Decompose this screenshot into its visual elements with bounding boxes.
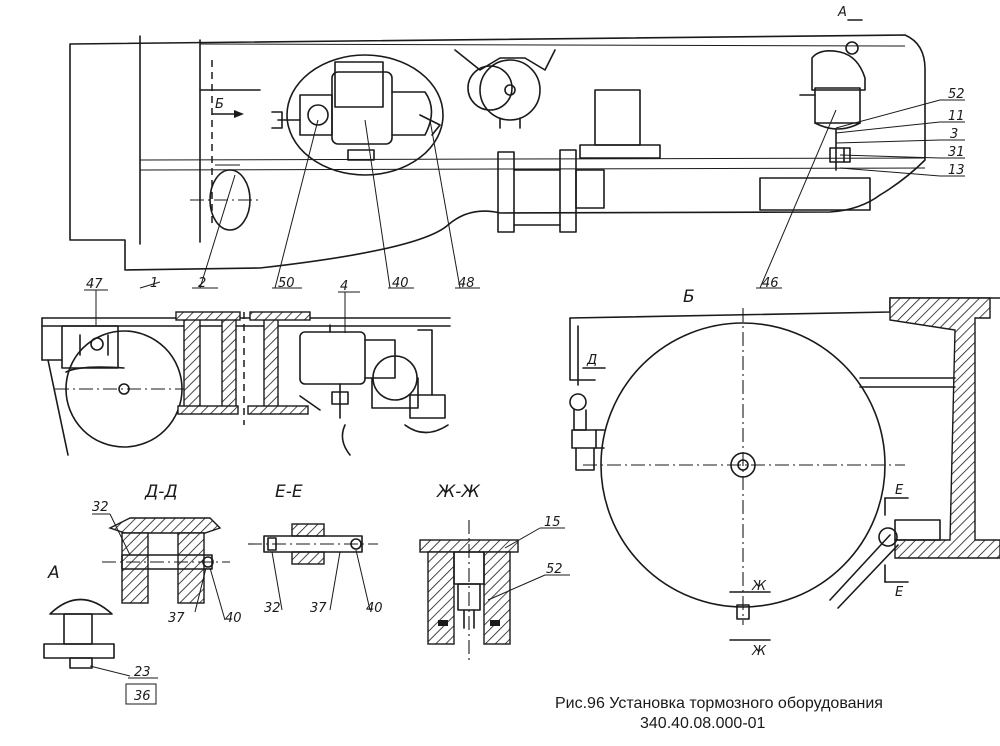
section-mark-zh-top: Ж — [751, 579, 767, 594]
elevation-view: Б — [69, 5, 965, 291]
dd-callout-40: 40 — [225, 611, 242, 626]
ee-callout-37: 37 — [310, 601, 327, 616]
callout-50: 50 — [278, 276, 295, 291]
zz-callout-52: 52 — [546, 562, 563, 577]
section-zz: Ж-Ж 15 52 — [419, 482, 570, 660]
view-arrow-b: Б — [211, 97, 244, 118]
section-ee-title: Е-Е — [275, 482, 303, 502]
callout-40: 40 — [392, 276, 409, 291]
section-mark-e-bottom: Е — [895, 585, 904, 600]
callout-52: 52 — [948, 87, 965, 102]
plan-view: 47 4 — [41, 277, 451, 456]
section-dd: Д-Д 32 37 40 — [92, 482, 242, 626]
dd-callout-32: 32 — [92, 500, 109, 515]
callout-31: 31 — [948, 145, 965, 160]
callout-46: 46 — [762, 276, 779, 291]
view-b-title: Б — [683, 287, 695, 307]
callout-2: 2 — [198, 276, 206, 291]
section-ee: Е-Е 32 37 40 — [248, 482, 383, 616]
arrow-label-b: Б — [215, 97, 224, 112]
section-mark-e-top: Е — [895, 483, 904, 498]
callout-47: 47 — [86, 277, 103, 292]
section-dd-title: Д-Д — [144, 482, 178, 502]
caption-title: Рис.96 Установка тормозного оборудования — [555, 695, 883, 712]
callout-11: 11 — [948, 109, 965, 124]
ee-callout-32: 32 — [264, 601, 281, 616]
view-b: Б Д Е Е Ж — [569, 287, 1000, 659]
elevation-callouts: 1 2 50 40 48 46 52 11 3 31 13 — [139, 87, 965, 291]
section-zz-title: Ж-Ж — [436, 482, 480, 502]
callout-4: 4 — [340, 279, 348, 294]
elevation-view-marker: А — [837, 5, 847, 20]
section-mark-d: Д — [586, 353, 597, 368]
caption-number: 340.40.08.000-01 — [640, 715, 766, 732]
callout-13: 13 — [948, 163, 965, 178]
callout-3: 3 — [950, 127, 958, 142]
callout-1: 1 — [150, 276, 158, 291]
zz-callout-15: 15 — [544, 515, 561, 530]
ee-callout-40: 40 — [366, 601, 383, 616]
view-a-callout-36: 36 — [134, 689, 151, 704]
callout-48: 48 — [458, 276, 475, 291]
view-a-callout-23: 23 — [134, 665, 151, 680]
view-a: А 23 36 — [43, 563, 158, 705]
view-a-title: А — [47, 563, 60, 583]
figure-caption: Рис.96 Установка тормозного оборудования… — [555, 695, 883, 732]
section-mark-zh-bottom: Ж — [751, 644, 767, 659]
dd-callout-37: 37 — [168, 611, 185, 626]
